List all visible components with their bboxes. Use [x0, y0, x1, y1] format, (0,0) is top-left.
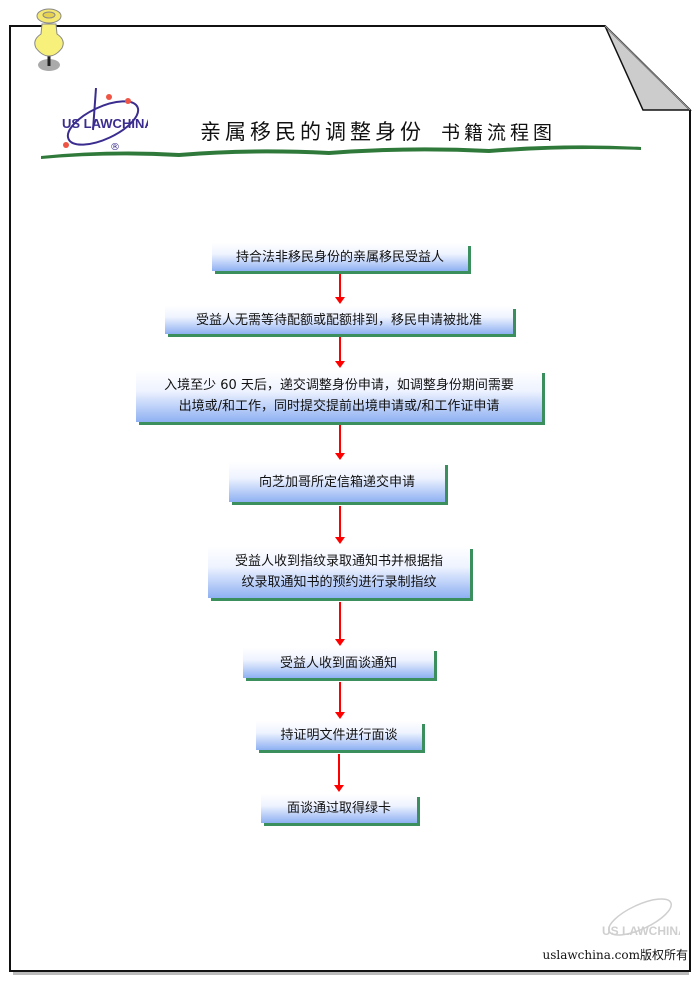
- flow-step-8: 面谈通过取得绿卡: [261, 794, 417, 823]
- flow-step-3: 入境至少 60 天后，递交调整身份申请，如调整身份期间需要出境或/和工作，同时提…: [136, 370, 542, 422]
- flow-arrow: [335, 425, 345, 460]
- title-main: 亲属移民的调整身份: [200, 120, 425, 144]
- step-text: 持合法非移民身份的亲属移民受益人: [235, 249, 444, 265]
- step-text: 纹录取通知书的预约进行录制指纹: [241, 575, 437, 590]
- paper-outline: [9, 25, 692, 975]
- flow-arrow: [335, 274, 345, 304]
- flow-arrow: [335, 337, 345, 368]
- flow-step-7: 持证明文件进行面谈: [256, 721, 422, 750]
- copyright-text: uslawchina.com版权所有: [542, 948, 688, 962]
- step-text: 面谈通过取得绿卡: [286, 801, 391, 816]
- flow-arrow: [334, 754, 344, 792]
- step-text: 向芝加哥所定信箱递交申请: [258, 474, 415, 490]
- step-text: 入境至少 60 天后，递交调整身份申请，如调整身份期间需要: [164, 378, 514, 393]
- title-sub: 书籍流程图: [441, 122, 557, 144]
- svg-text:US LAWCHINA: US LAWCHINA: [62, 116, 148, 131]
- flow-step-5: 受益人收到指纹录取通知书并根据指纹录取通知书的预约进行录制指纹: [208, 546, 470, 598]
- step-text: 受益人收到指纹录取通知书并根据指: [234, 554, 443, 569]
- uslawchina-logo: US LAWCHINA ®: [62, 88, 148, 153]
- vine-divider: [41, 145, 641, 159]
- step-text: 持证明文件进行面谈: [280, 728, 398, 743]
- step-text: 受益人无需等待配额或配额排到，移民申请被批准: [195, 312, 482, 328]
- flow-step-2: 受益人无需等待配额或配额排到，移民申请被批准: [165, 306, 513, 334]
- step-text: 受益人收到面谈通知: [279, 655, 397, 671]
- svg-text:®: ®: [110, 142, 120, 153]
- page-title: 亲属移民的调整身份书籍流程图: [200, 116, 556, 146]
- pushpin-icon: [34, 8, 64, 71]
- flow-step-4: 向芝加哥所定信箱递交申请: [229, 462, 445, 502]
- flow-arrow: [335, 602, 345, 646]
- flow-step-1: 持合法非移民身份的亲属移民受益人: [212, 243, 468, 271]
- flow-step-6: 受益人收到面谈通知: [243, 648, 434, 678]
- svg-text:US LAWCHINA: US LAWCHINA: [602, 924, 680, 938]
- step-text: 出境或/和工作，同时提交提前出境申请或/和工作证申请: [178, 399, 500, 414]
- flow-arrow: [335, 506, 345, 544]
- watermark-logo: US LAWCHINA: [602, 898, 680, 938]
- flow-arrow: [335, 682, 345, 719]
